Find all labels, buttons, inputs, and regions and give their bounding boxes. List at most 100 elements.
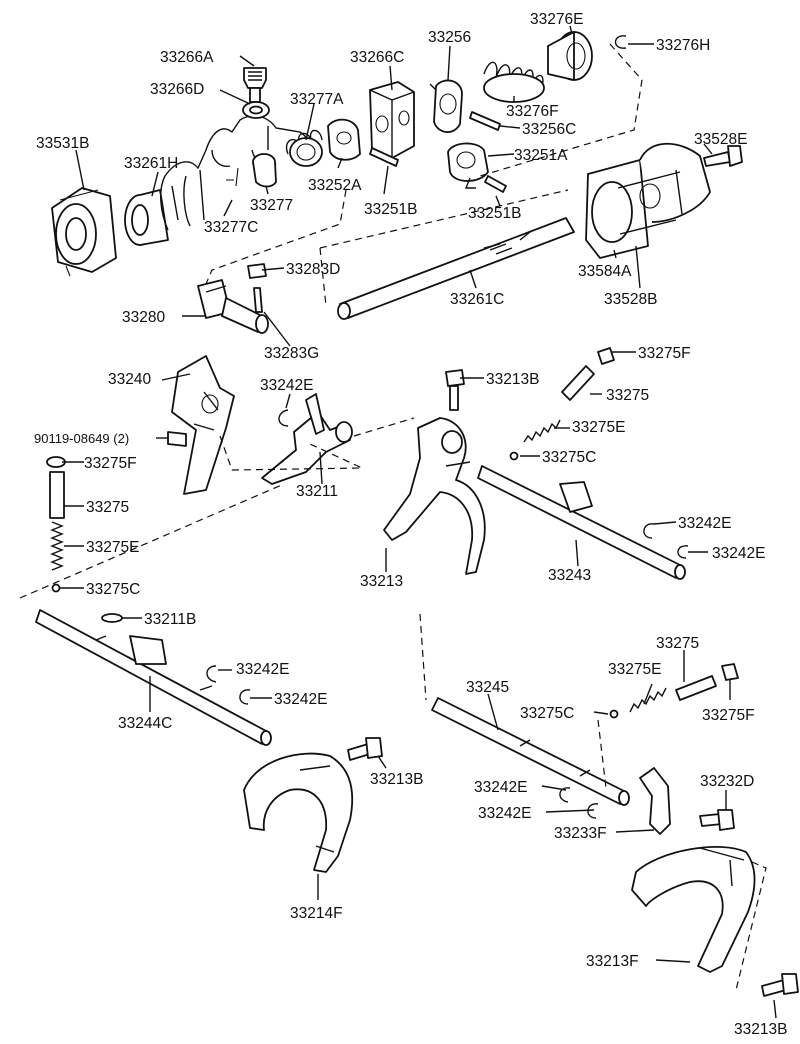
- spring-part: [285, 129, 323, 167]
- bolt-part: [761, 973, 799, 997]
- callout-label: 33275F: [638, 345, 691, 362]
- shaft-part: [431, 697, 630, 806]
- callout-label: 33276H: [656, 37, 710, 54]
- callout-label: 33213: [360, 573, 403, 590]
- snap-ring-part: [643, 523, 655, 539]
- extension-housing-part: [585, 142, 711, 259]
- callout-label: 33242E: [260, 377, 313, 394]
- callout-label: 33251B: [468, 205, 521, 222]
- cam-part: [327, 118, 361, 161]
- callout-label: 33275E: [572, 419, 625, 436]
- plug-part: [243, 67, 267, 103]
- callout-label: 33531B: [36, 135, 89, 152]
- callout-label: 33283D: [286, 261, 340, 278]
- callout-label: 33275C: [520, 705, 574, 722]
- housing-cover-part: [51, 187, 117, 277]
- spring-part: [629, 687, 667, 713]
- rod-part: [561, 365, 595, 401]
- callout-label: 33275: [606, 387, 649, 404]
- shift-fork-part: [631, 846, 756, 973]
- ball-part: [609, 709, 619, 719]
- callout-label: 33242E: [236, 661, 289, 678]
- callout-label: 33214F: [290, 905, 343, 922]
- cup-part: [547, 31, 593, 81]
- leader-lines: [60, 25, 777, 1019]
- bolt-part: [703, 145, 743, 167]
- sleeve-part: [124, 189, 169, 246]
- callout-label: 90119-08649 (2): [34, 431, 129, 446]
- pin-part: [484, 175, 507, 193]
- ball-part: [509, 451, 519, 461]
- callout-label: 33280: [122, 309, 165, 326]
- callout-label: 33243: [548, 567, 591, 584]
- callout-label: 33244C: [118, 715, 172, 732]
- callout-label: 33275F: [84, 455, 137, 472]
- ball-part: [51, 583, 61, 593]
- shaft-assembly-part: [197, 279, 269, 334]
- callout-label: 33261C: [450, 291, 504, 308]
- pin-part: [253, 287, 263, 313]
- callout-label: 33275C: [542, 449, 596, 466]
- spring-part: [50, 521, 64, 571]
- callout-label: 33261H: [124, 155, 178, 172]
- callout-label: 33213F: [586, 953, 639, 970]
- callout-label: 33240: [108, 371, 151, 388]
- shift-head-part: [369, 81, 415, 159]
- callout-label: 33266A: [160, 49, 214, 66]
- callout-label: 33275E: [86, 539, 139, 556]
- bushing-part: [252, 153, 277, 188]
- shift-fork-part: [243, 752, 354, 873]
- pin-part: [469, 111, 501, 131]
- callout-label: 33528B: [604, 291, 657, 308]
- callout-label: 33275: [656, 635, 699, 652]
- callout-label: 33242E: [274, 691, 327, 708]
- snap-ring-part: [587, 803, 599, 819]
- shaft-part: [477, 465, 686, 580]
- callout-label: 33528E: [694, 131, 747, 148]
- callout-labels: 33266A 33266D 33277A 33266C 33256 33276E…: [34, 11, 787, 1038]
- callout-label: 33277C: [204, 219, 258, 236]
- callout-label: 33275C: [86, 581, 140, 598]
- callout-label: 33277: [250, 197, 293, 214]
- snap-ring-part: [559, 787, 571, 803]
- plug-part: [247, 263, 267, 279]
- callout-label: 33233F: [554, 825, 607, 842]
- callout-label: 33266C: [350, 49, 404, 66]
- shaft-part: [35, 609, 272, 746]
- callout-label: 33213B: [370, 771, 423, 788]
- bolt-part: [347, 737, 383, 761]
- snap-ring-part: [239, 689, 251, 705]
- callout-label: 33242E: [712, 545, 765, 562]
- callout-label: 33211B: [144, 611, 196, 628]
- shaft-part: [337, 217, 575, 320]
- callout-label: 33584A: [578, 263, 632, 280]
- spring-part: [523, 419, 561, 443]
- callout-label: 33242E: [474, 779, 527, 796]
- plug-part: [597, 347, 615, 365]
- callout-label: 33252A: [308, 177, 362, 194]
- collar-part: [447, 142, 489, 189]
- rod-part: [675, 675, 717, 701]
- gasket-part: [242, 101, 270, 119]
- bolt-part: [167, 431, 187, 447]
- callout-label: 33256: [428, 29, 471, 46]
- callout-label: 33275F: [702, 707, 755, 724]
- snap-ring-part: [614, 35, 627, 49]
- callout-label: 33242E: [478, 805, 531, 822]
- pin-part: [369, 147, 399, 167]
- snap-ring-part: [206, 665, 217, 683]
- callout-label: 33242E: [678, 515, 731, 532]
- callout-label: 33276F: [506, 103, 559, 120]
- shift-lever-part: [261, 393, 353, 485]
- rod-part: [49, 471, 65, 519]
- callout-label: 33211: [296, 483, 338, 500]
- shift-fork-part: [383, 417, 486, 575]
- callout-label: 33276E: [530, 11, 583, 28]
- callout-label: 33266D: [150, 81, 204, 98]
- snap-ring-part: [677, 545, 689, 559]
- bolt-part: [445, 369, 465, 411]
- shift-head-part: [429, 79, 463, 133]
- callout-label: 33275E: [608, 661, 661, 678]
- callout-label: 33213B: [486, 371, 539, 388]
